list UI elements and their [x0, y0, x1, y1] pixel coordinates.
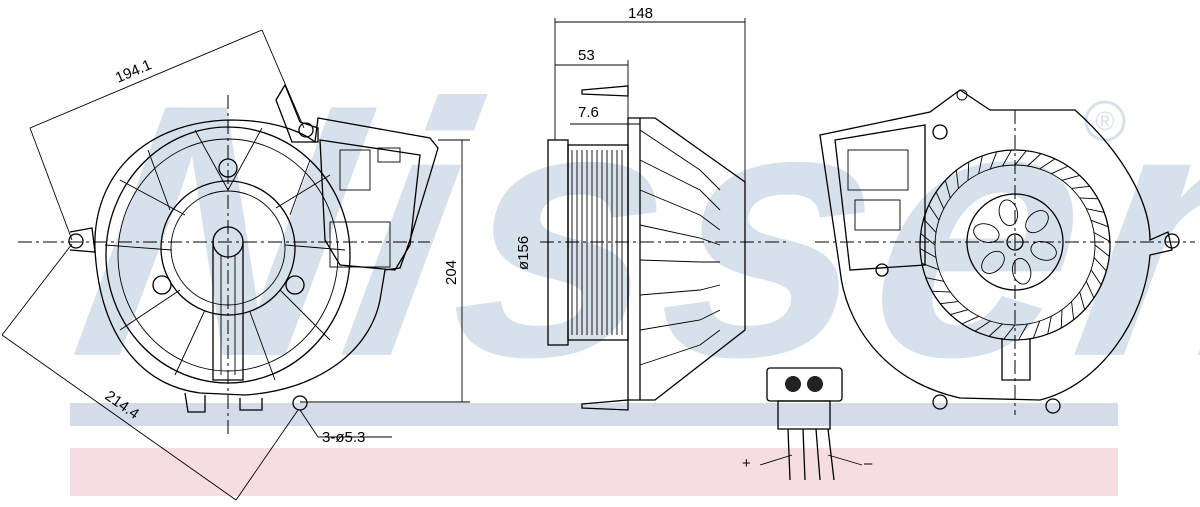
front-motor-ring — [160, 180, 296, 316]
front-ear-left — [68, 233, 84, 249]
side-screw-top — [581, 85, 629, 97]
front-boss-top — [218, 158, 238, 178]
rear-fan-blade — [1090, 269, 1102, 286]
side-housing-ribs — [639, 129, 721, 366]
front-resistor-module — [319, 139, 421, 271]
rear-fan-blade — [955, 170, 959, 189]
rear-fan-blade — [988, 323, 1003, 337]
front-housing-ring — [105, 126, 351, 384]
rear-view-blower — [815, 89, 1195, 415]
rear-fan-blade — [950, 309, 969, 316]
rear-fan-blade — [1014, 150, 1027, 166]
rear-ear-bottom-right — [1045, 398, 1061, 414]
front-boss-right — [285, 275, 305, 295]
front-housing-outline — [94, 117, 439, 396]
rear-fan-blade — [1051, 165, 1069, 175]
front-motor-ring-inner — [170, 190, 286, 306]
rear-fan-blade — [1047, 316, 1052, 335]
dim-7-6: 7.6 — [578, 104, 599, 121]
rear-hub-window — [1030, 240, 1057, 261]
side-screw-bottom — [581, 399, 629, 411]
rear-hub — [966, 193, 1064, 291]
rear-fan-blade — [1079, 291, 1086, 310]
dim-53: 53 — [578, 47, 595, 64]
rear-fan-blade — [935, 191, 945, 209]
pink-band — [70, 448, 1118, 496]
rear-fan-blade — [920, 233, 936, 246]
rear-fan-blade — [1090, 219, 1109, 228]
rear-fan-blade — [919, 248, 937, 258]
rear-shaft — [1006, 233, 1024, 251]
rear-fan-blade — [1061, 174, 1080, 181]
front-boss-left — [152, 275, 172, 295]
connector-pin-minus — [807, 376, 823, 392]
side-view-blower: 148 53 7.6 ø156 — [515, 5, 790, 411]
rear-fan-blade — [1003, 324, 1016, 340]
front-ear-top — [298, 122, 314, 138]
connector-minus-label: – — [864, 455, 873, 472]
rear-fan-blade — [931, 290, 951, 293]
rear-fan-blade — [1018, 323, 1028, 341]
front-motor-arm — [212, 242, 244, 381]
connector-detail: + – — [742, 367, 873, 481]
registered-mark: ® — [1095, 106, 1114, 136]
rear-fan-blades — [919, 149, 1111, 341]
rear-fan-blade — [967, 161, 970, 181]
dim-204: 204 — [443, 260, 460, 285]
rear-hub-window — [973, 223, 1000, 244]
rear-fan-blade — [1071, 185, 1090, 189]
rear-fan-blade — [1027, 153, 1042, 167]
side-housing — [627, 117, 746, 401]
rear-fan-outer — [919, 149, 1111, 341]
connector-neck — [777, 400, 831, 430]
front-spokes — [104, 127, 346, 381]
rear-fan-blade — [1079, 197, 1099, 200]
rear-fan-blade — [944, 180, 951, 199]
rear-fan-blade — [974, 320, 991, 332]
rear-hub-window — [998, 199, 1019, 227]
rear-resistor-module — [834, 124, 926, 271]
connector-pin-plus — [785, 376, 801, 392]
rear-ear-bottom-left — [932, 394, 948, 410]
rear-fan-blade — [961, 315, 979, 325]
rear-fan-blade — [923, 218, 937, 233]
rear-hub-window — [981, 250, 1005, 274]
rear-fan-blade — [1085, 281, 1095, 299]
rear-ear-right — [1164, 233, 1180, 249]
rear-fan-blade — [1039, 158, 1056, 170]
dim-148: 148 — [628, 5, 653, 22]
dim-diameter: ø156 — [515, 236, 532, 270]
rear-fan-blade — [989, 151, 998, 170]
rear-fan-blade — [1002, 149, 1012, 167]
rear-hub-windows — [973, 199, 1057, 285]
rear-fan-blade — [1071, 301, 1075, 320]
connector-plus-label: + — [742, 455, 751, 472]
rear-hub-window — [1011, 257, 1032, 285]
dim-holes: 3-ø5.3 — [322, 429, 365, 446]
dim-line-214 — [1, 334, 237, 501]
rear-fan-blade — [928, 204, 940, 221]
blue-band — [70, 403, 1118, 426]
rear-fan-blade — [978, 155, 983, 174]
dim-line-194 — [29, 29, 263, 129]
rear-fan-blade — [1086, 208, 1105, 213]
rear-housing-outline — [819, 89, 1173, 401]
rear-hub-window — [1025, 210, 1049, 234]
rear-fan-blade — [1093, 232, 1111, 242]
rear-fan-blade — [1060, 309, 1063, 329]
rear-fan-blade — [940, 301, 959, 305]
connector-wires — [787, 428, 835, 481]
rear-fan-blade — [1094, 244, 1110, 257]
rear-fan-blade — [925, 277, 944, 282]
rear-ear-top — [932, 124, 948, 140]
side-fan-blades — [571, 150, 623, 335]
rear-fan-blade — [1032, 320, 1041, 339]
front-housing-ring-inner — [117, 138, 339, 372]
rear-fan-blade — [1093, 257, 1107, 272]
